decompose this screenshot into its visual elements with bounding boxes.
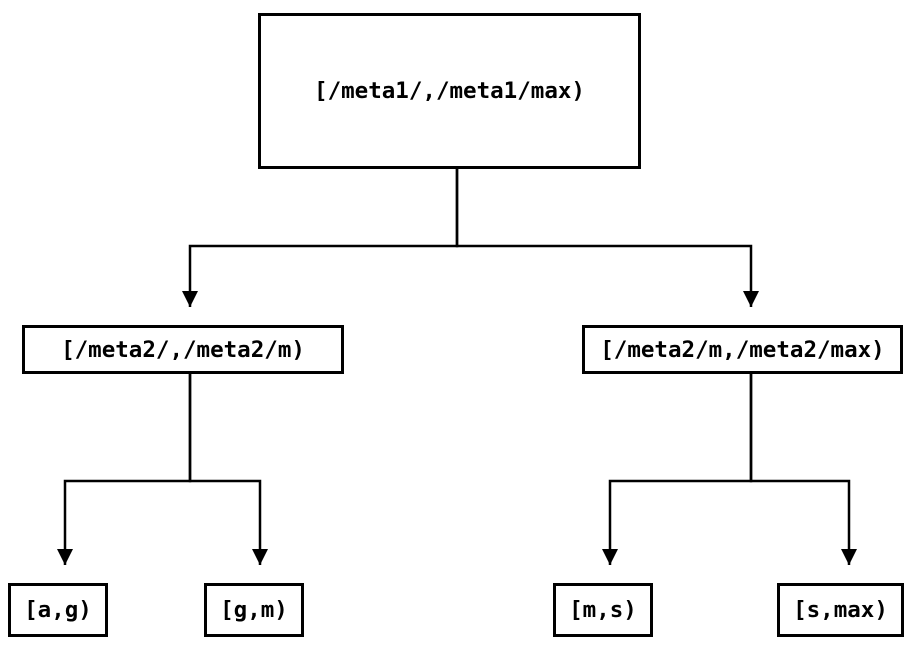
node-leaf-s-max: [s,max): [777, 583, 904, 637]
edge-root-to-range-right: [455, 168, 759, 307]
node-label: [m,s): [569, 597, 637, 623]
node-leaf-m-s: [m,s): [553, 583, 653, 637]
node-label: [s,max): [793, 597, 888, 623]
node-label: [/meta1/,/meta1/max): [314, 78, 585, 104]
node-leaf-g-m: [g,m): [204, 583, 304, 637]
node-label: [/meta2/,/meta2/m): [61, 336, 305, 363]
node-root: [/meta1/,/meta1/max): [258, 13, 641, 169]
node-leaf-a-g: [a,g): [8, 583, 108, 637]
edge-root-to-range-left: [182, 168, 459, 307]
node-range-left: [/meta2/,/meta2/m): [22, 325, 344, 374]
node-label: [a,g): [24, 597, 92, 623]
edge-range-right-to-leaf-s-max: [749, 374, 857, 565]
node-label: [/meta2/m,/meta2/max): [600, 336, 885, 363]
edge-range-left-to-leaf-g-m: [188, 374, 268, 565]
edge-range-right-to-leaf-m-s: [602, 374, 753, 565]
edge-range-left-to-leaf-a-g: [57, 374, 192, 565]
node-label: [g,m): [220, 597, 288, 623]
node-range-right: [/meta2/m,/meta2/max): [582, 325, 903, 374]
